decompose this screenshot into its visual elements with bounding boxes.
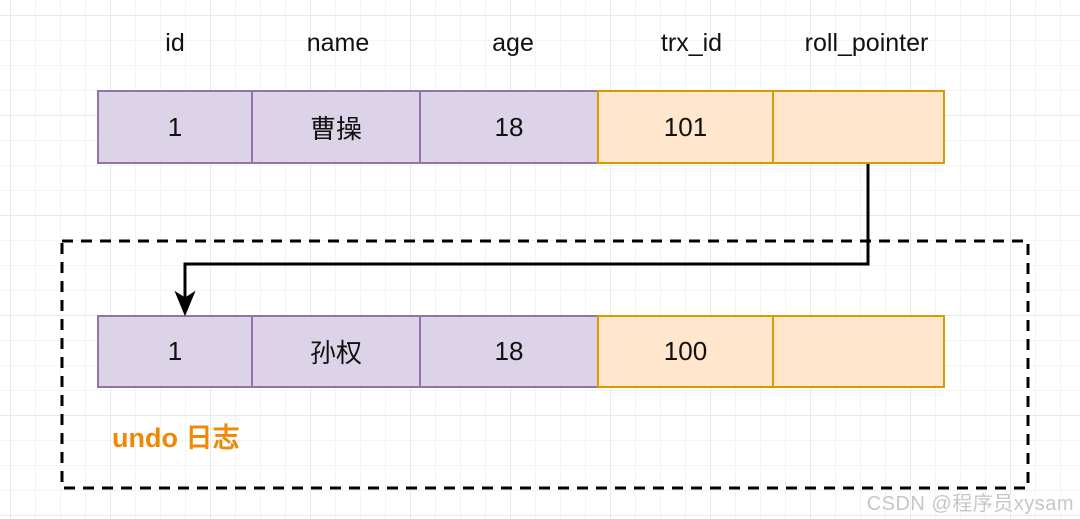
watermark-text: CSDN @程序员xysam (866, 493, 1074, 515)
current-row-cell-name: 曹操 (251, 90, 421, 164)
undo-row-cell-name: 孙权 (251, 315, 421, 388)
undo-log-label: undo 日志 (112, 423, 240, 453)
column-headers: id name age trx_id roll_pointer (97, 26, 953, 60)
column-header-trx-id: trx_id (660, 28, 723, 57)
roll-pointer-arrowhead-icon (174, 290, 196, 317)
column-header-name: name (306, 28, 370, 57)
undo-row-cell-age: 18 (419, 315, 599, 388)
undo-row-cell-trx-id: 100 (597, 315, 774, 388)
current-row-cell-roll-pointer (772, 90, 945, 164)
column-header-age: age (492, 28, 534, 57)
undo-row-cell-id: 1 (97, 315, 253, 388)
undo-row-cell-roll-pointer (772, 315, 945, 388)
current-row-cell-id: 1 (97, 90, 253, 164)
column-header-id: id (165, 28, 185, 57)
column-header-roll-pointer: roll_pointer (804, 28, 929, 57)
current-record-row: 1 曹操 18 101 (97, 90, 953, 164)
undo-record-row: 1 孙权 18 100 (97, 315, 953, 388)
roll-pointer-arrow-line (183, 164, 870, 310)
current-row-cell-trx-id: 101 (597, 90, 774, 164)
current-row-cell-age: 18 (419, 90, 599, 164)
